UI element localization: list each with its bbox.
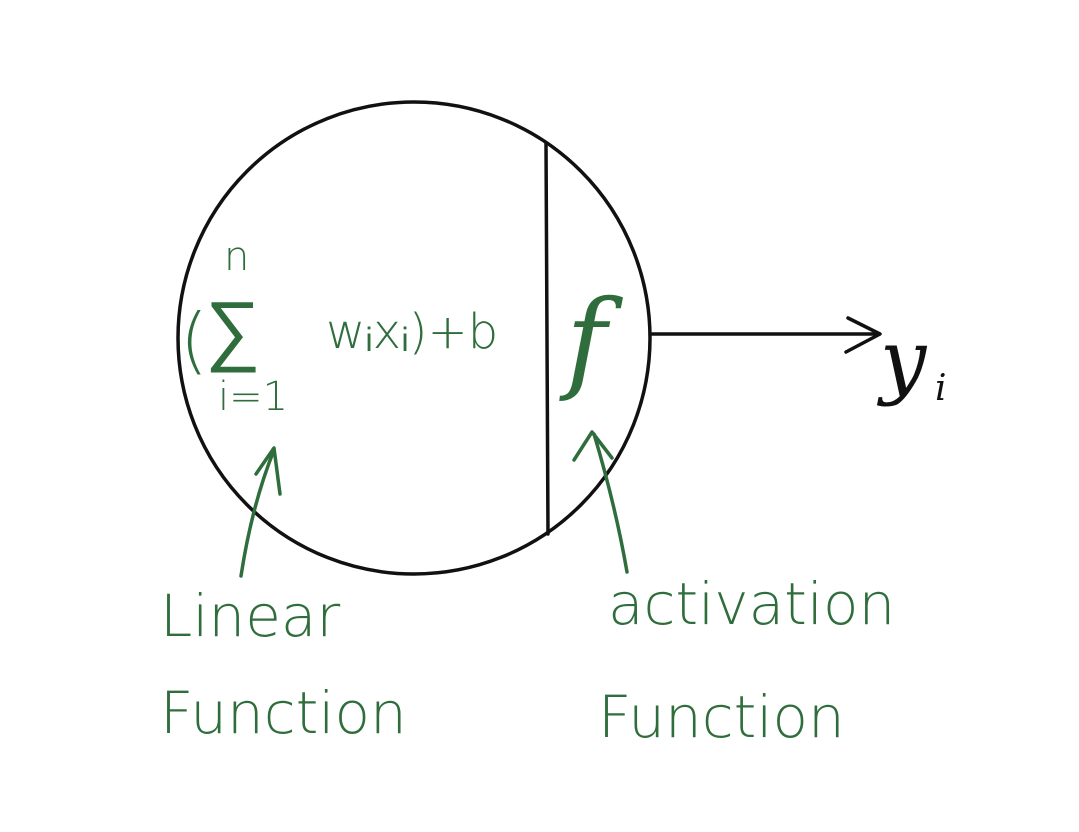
linear-annotation-line2: Function <box>160 679 407 747</box>
sigma-symbol: ∑ <box>205 285 261 375</box>
activation-function-arrow <box>572 430 629 574</box>
activation-annotation-line1: activation <box>608 570 895 638</box>
output-label: y <box>876 313 928 408</box>
sigma-lower-limit: i=1 <box>218 374 288 420</box>
linear-annotation-line1: Linear <box>160 582 340 650</box>
output-label-subscript: i <box>935 368 947 409</box>
linear-function-expression: ( ∑ n i=1 wᵢxᵢ)+b <box>180 234 498 420</box>
weighted-sum-term: wᵢxᵢ)+b <box>326 304 498 360</box>
output-arrow <box>650 316 882 354</box>
neuron-circle <box>176 100 652 576</box>
activation-symbol: f <box>559 276 623 404</box>
linear-function-arrow <box>239 446 282 578</box>
sigma-upper-limit: n <box>224 234 249 280</box>
activation-annotation-line2: Function <box>598 683 845 751</box>
neuron-divider-line <box>544 141 550 536</box>
open-paren: ( <box>180 298 208 382</box>
